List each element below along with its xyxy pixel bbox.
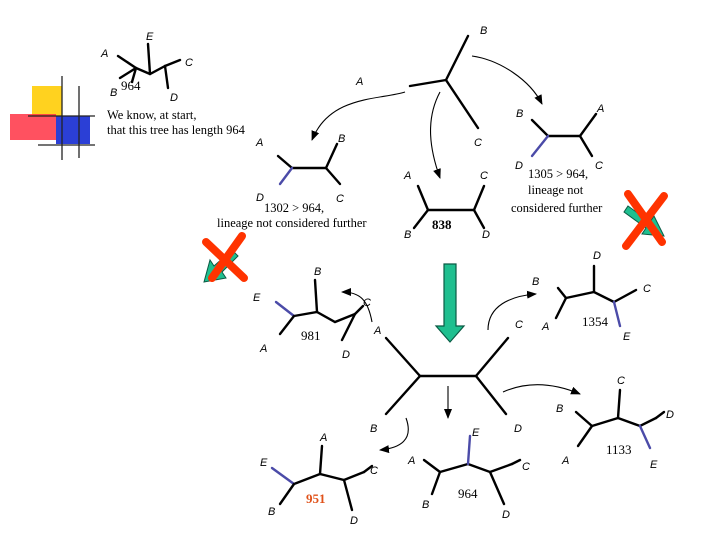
upper-right-label-d: D (593, 250, 601, 262)
left-tree-label-c: C (336, 193, 344, 205)
green-down-arrow (436, 264, 464, 342)
lower-left-label-b: B (268, 506, 275, 518)
center-tree-label-d: D (514, 423, 522, 435)
center-tree-label-c: C (515, 319, 523, 331)
start-tree-label-b: B (110, 87, 117, 99)
result-lower-right-tree: C B D A E 1133 (556, 375, 674, 471)
start-note-line2: that this tree has length 964 (107, 123, 246, 137)
center-tree-label-a: A (373, 325, 381, 337)
result-lower-center-tree: E A C B D 964 (407, 427, 530, 521)
arrow-top-to-middle (431, 92, 440, 178)
lower-left-label-d: D (350, 515, 358, 527)
upper-right-label-b: B (532, 276, 539, 288)
upper-left-label-a: A (259, 343, 267, 355)
upper-right-label-a: A (541, 321, 549, 333)
start-tree-label-d: D (170, 92, 178, 104)
right-note-line2: lineage not (528, 183, 584, 197)
start-tree-label-c: C (185, 57, 193, 69)
result-upper-left-tree: B E C A D 981 (253, 266, 371, 361)
top-tree-label-b: B (480, 25, 487, 37)
left-tree-label-a: A (255, 137, 263, 149)
upper-left-label-e: E (253, 292, 261, 304)
left-tree-label-b: B (338, 133, 345, 145)
upper-right-length: 1354 (582, 314, 609, 329)
left-tree-label-d: D (256, 192, 264, 204)
right-tree-label-c: C (595, 160, 603, 172)
lower-center-label-a: A (407, 455, 415, 467)
upper-left-length: 981 (301, 328, 321, 343)
start-note-line1: We know, at start, (107, 108, 196, 122)
lower-center-label-c: C (522, 461, 530, 473)
lower-center-label-b: B (422, 499, 429, 511)
lower-right-label-e: E (650, 459, 658, 471)
top-tree-label-c: C (474, 137, 482, 149)
lower-left-label-c: C (370, 465, 378, 477)
result-upper-right-tree: B D C A E 1354 (532, 250, 651, 343)
left-note-line1: 1302 > 964, (264, 201, 324, 215)
middle-tree: A C B D 838 (403, 170, 490, 241)
arrow-center-to-lower-right (503, 385, 580, 394)
lower-center-label-d: D (502, 509, 510, 521)
lower-right-label-c: C (617, 375, 625, 387)
lower-right-length: 1133 (606, 442, 632, 457)
upper-left-label-c: C (363, 297, 371, 309)
right-tree-label-a: A (596, 103, 604, 115)
start-tree: A B E C D 964 (100, 31, 193, 104)
top-tree-label-a: A (355, 76, 363, 88)
lower-right-label-a: A (561, 455, 569, 467)
right-tree: B A D C (515, 103, 604, 172)
middle-tree-label-a: A (403, 170, 411, 182)
lower-left-length: 951 (306, 491, 326, 506)
right-note-line3: considered further (511, 201, 603, 215)
lower-left-label-e: E (260, 457, 268, 469)
lower-right-label-d: D (666, 409, 674, 421)
left-note-line2: lineage not considered further (217, 216, 367, 230)
center-tree-label-b: B (370, 423, 377, 435)
start-tree-label-e: E (146, 31, 154, 43)
decorative-squares (10, 76, 95, 160)
upper-left-label-b: B (314, 266, 321, 278)
lower-center-length: 964 (458, 486, 478, 501)
start-tree-length: 964 (121, 78, 141, 93)
middle-tree-label-c: C (480, 170, 488, 182)
reject-mark-left (204, 236, 244, 282)
upper-right-label-e: E (623, 331, 631, 343)
middle-tree-label-d: D (482, 229, 490, 241)
arrow-center-to-upper-right (488, 294, 536, 330)
lower-center-label-e: E (472, 427, 480, 439)
right-note-line1: 1305 > 964, (528, 167, 588, 181)
start-tree-label-a: A (100, 48, 108, 60)
lower-left-label-a: A (319, 432, 327, 444)
right-tree-label-d: D (515, 160, 523, 172)
middle-tree-length: 838 (432, 217, 452, 232)
upper-right-label-c: C (643, 283, 651, 295)
right-tree-label-b: B (516, 108, 523, 120)
arrow-center-to-lower-left (380, 418, 408, 450)
left-tree: A B D C (255, 133, 345, 205)
upper-left-label-d: D (342, 349, 350, 361)
arrow-top-to-right (472, 56, 542, 104)
middle-tree-label-b: B (404, 229, 411, 241)
arrow-top-to-left (312, 92, 405, 140)
lower-right-label-b: B (556, 403, 563, 415)
reject-mark-right (624, 194, 664, 246)
top-center-tree: B A C (355, 25, 487, 149)
result-lower-left-tree: A E C B D 951 (260, 432, 378, 527)
